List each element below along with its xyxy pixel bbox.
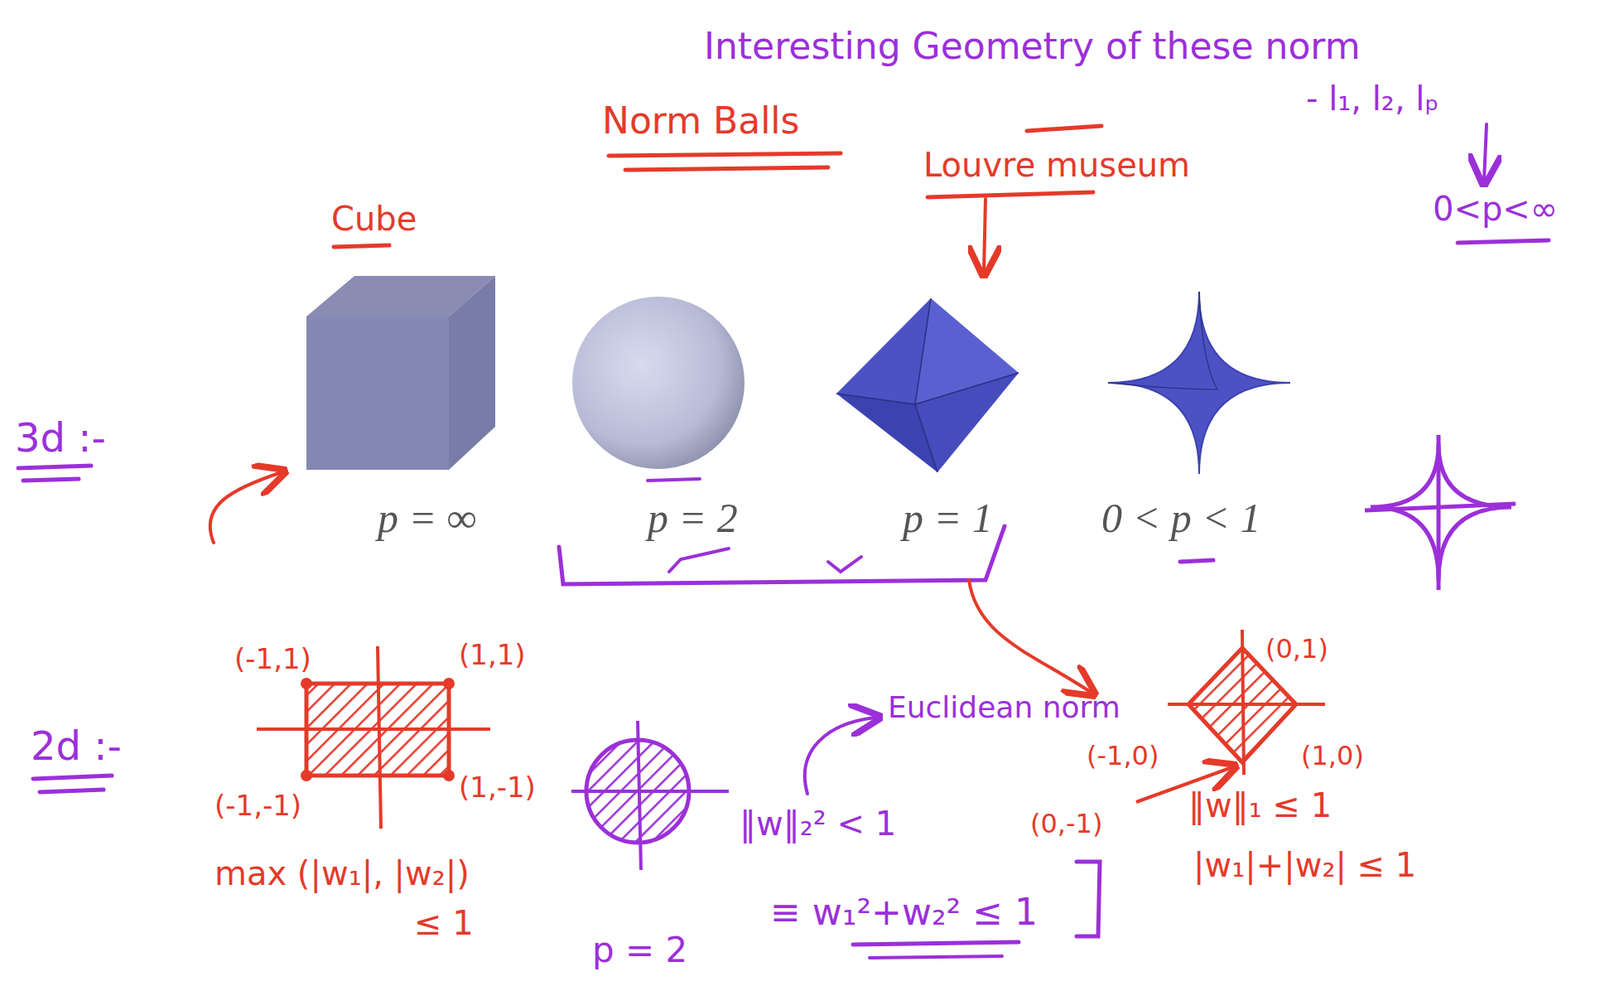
octahedron-figure [836, 298, 1019, 473]
formula-label: max (|w₁|, |w₂|) [214, 853, 470, 893]
coordinate-label: (0,1) [1265, 632, 1329, 665]
handwritten-heading: Norm Balls [602, 99, 800, 144]
handdrawn-star [1364, 434, 1516, 590]
formula-label: |w₁|+|w₂| ≤ 1 [1193, 844, 1417, 885]
handwritten-note: Cube [331, 198, 417, 239]
handwritten-note: 0<p<∞ [1432, 188, 1558, 229]
handwritten-note: Louvre museum [923, 144, 1191, 185]
shape-caption: p = 2 [647, 492, 738, 543]
coordinate-label: (0,-1) [1030, 807, 1103, 839]
disc-unit-ball [571, 720, 729, 870]
formula-label: ‖w‖₂² < 1 [739, 803, 897, 844]
shape-caption: p = 1 [902, 492, 993, 543]
coordinate-label: (1,1) [458, 637, 526, 672]
formula-label: ≡ w₁²+w₂² ≤ 1 [770, 890, 1038, 935]
coordinate-label: (-1,0) [1086, 739, 1159, 772]
astroid-figure [1108, 291, 1291, 474]
shape-caption: 0 < p < 1 [1101, 492, 1261, 543]
formula-label: ‖w‖₁ ≤ 1 [1188, 785, 1332, 825]
coordinate-label: (-1,1) [234, 641, 312, 676]
coordinate-label: (1,-1) [458, 770, 536, 805]
handwritten-note: - l₁, l₂, lₚ [1306, 78, 1440, 119]
coordinate-label: (-1,-1) [214, 788, 302, 823]
coordinate-label: (1,0) [1301, 739, 1364, 772]
cube-figure [306, 275, 496, 470]
handwritten-note: Euclidean norm [887, 689, 1121, 725]
handwritten-title: Interesting Geometry of these norm [703, 24, 1361, 69]
underline-strokes [18, 124, 1549, 958]
formula-label: ≤ 1 [414, 902, 474, 943]
sphere-figure [572, 296, 745, 469]
handwritten-section: 3d :- [14, 414, 107, 463]
shape-caption: p = ∞ [377, 492, 477, 543]
handwritten-section: 2d :- [30, 722, 122, 771]
formula-label: p = 2 [592, 929, 688, 971]
